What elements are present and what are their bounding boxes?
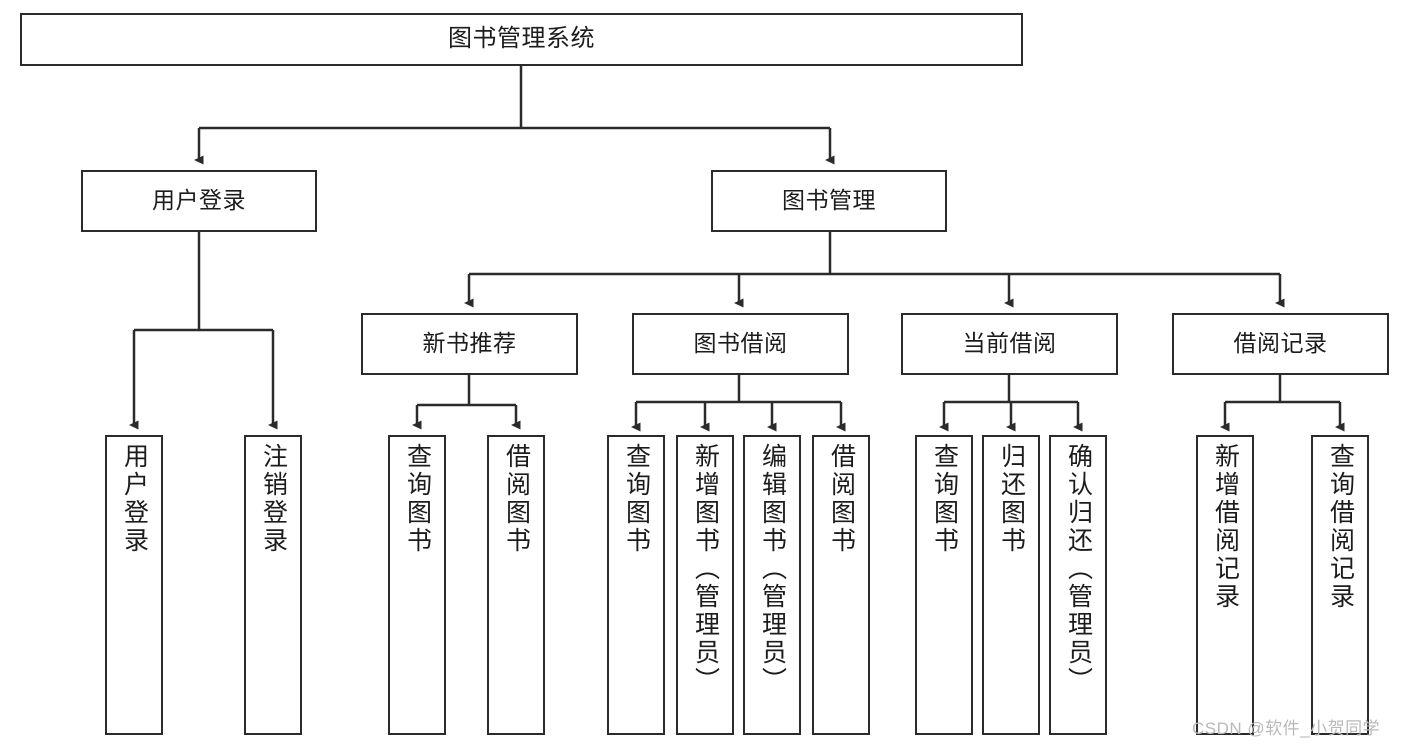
node-label: 图书借阅 — [693, 330, 788, 357]
leaf-current-return-book[interactable]: 归还图书 — [982, 435, 1040, 735]
node-label: 借阅记录 — [1233, 330, 1328, 357]
node-label: 图书管理 — [782, 187, 876, 214]
leaf-record-add-borrow-record[interactable]: 新增借阅记录 — [1196, 435, 1254, 735]
node-label: 用户登录 — [120, 443, 149, 555]
node-label: 注销登录 — [259, 443, 288, 555]
leaf-user-logout[interactable]: 注销登录 — [244, 435, 302, 735]
node-current-borrow[interactable]: 当前借阅 — [901, 313, 1118, 375]
node-borrow-record[interactable]: 借阅记录 — [1172, 313, 1389, 375]
node-label: 查询图书 — [622, 443, 651, 555]
node-label: 用户登录 — [152, 187, 246, 214]
leaf-recommend-borrow-book[interactable]: 借阅图书 — [487, 435, 545, 735]
node-label: 归还图书 — [997, 443, 1026, 555]
node-label: 新书推荐 — [422, 330, 517, 357]
leaf-borrow-borrow-book[interactable]: 借阅图书 — [812, 435, 870, 735]
node-root-system[interactable]: 图书管理系统 — [20, 13, 1023, 66]
node-label: 新增借阅记录 — [1211, 443, 1240, 611]
node-user-login[interactable]: 用户登录 — [81, 170, 317, 232]
node-book-borrow[interactable]: 图书借阅 — [632, 313, 849, 375]
node-book-management[interactable]: 图书管理 — [711, 170, 947, 232]
node-label: 查询图书 — [403, 443, 432, 555]
node-label: 借阅图书 — [827, 443, 856, 555]
node-new-book-recommend[interactable]: 新书推荐 — [361, 313, 578, 375]
node-label: 查询图书 — [930, 443, 959, 555]
leaf-user-login[interactable]: 用户登录 — [105, 435, 163, 735]
node-label: 新增图书（管理员） — [691, 443, 720, 695]
leaf-borrow-edit-book-admin[interactable]: 编辑图书（管理员） — [743, 435, 801, 735]
node-label: 借阅图书 — [502, 443, 531, 555]
node-label: 当前借阅 — [962, 330, 1057, 357]
leaf-current-query-book[interactable]: 查询图书 — [915, 435, 973, 735]
node-label: 图书管理系统 — [448, 25, 595, 53]
leaf-borrow-add-book-admin[interactable]: 新增图书（管理员） — [676, 435, 734, 735]
node-label: 编辑图书（管理员） — [758, 443, 787, 695]
csdn-watermark: CSDN @软件_小贺同学 — [1192, 719, 1381, 738]
leaf-current-confirm-return-admin[interactable]: 确认归还（管理员） — [1049, 435, 1107, 735]
leaf-borrow-query-book[interactable]: 查询图书 — [607, 435, 665, 735]
leaf-recommend-query-book[interactable]: 查询图书 — [388, 435, 446, 735]
node-label: 确认归还（管理员） — [1064, 443, 1093, 695]
node-label: 查询借阅记录 — [1326, 443, 1355, 611]
leaf-record-query-borrow-record[interactable]: 查询借阅记录 — [1311, 435, 1369, 735]
